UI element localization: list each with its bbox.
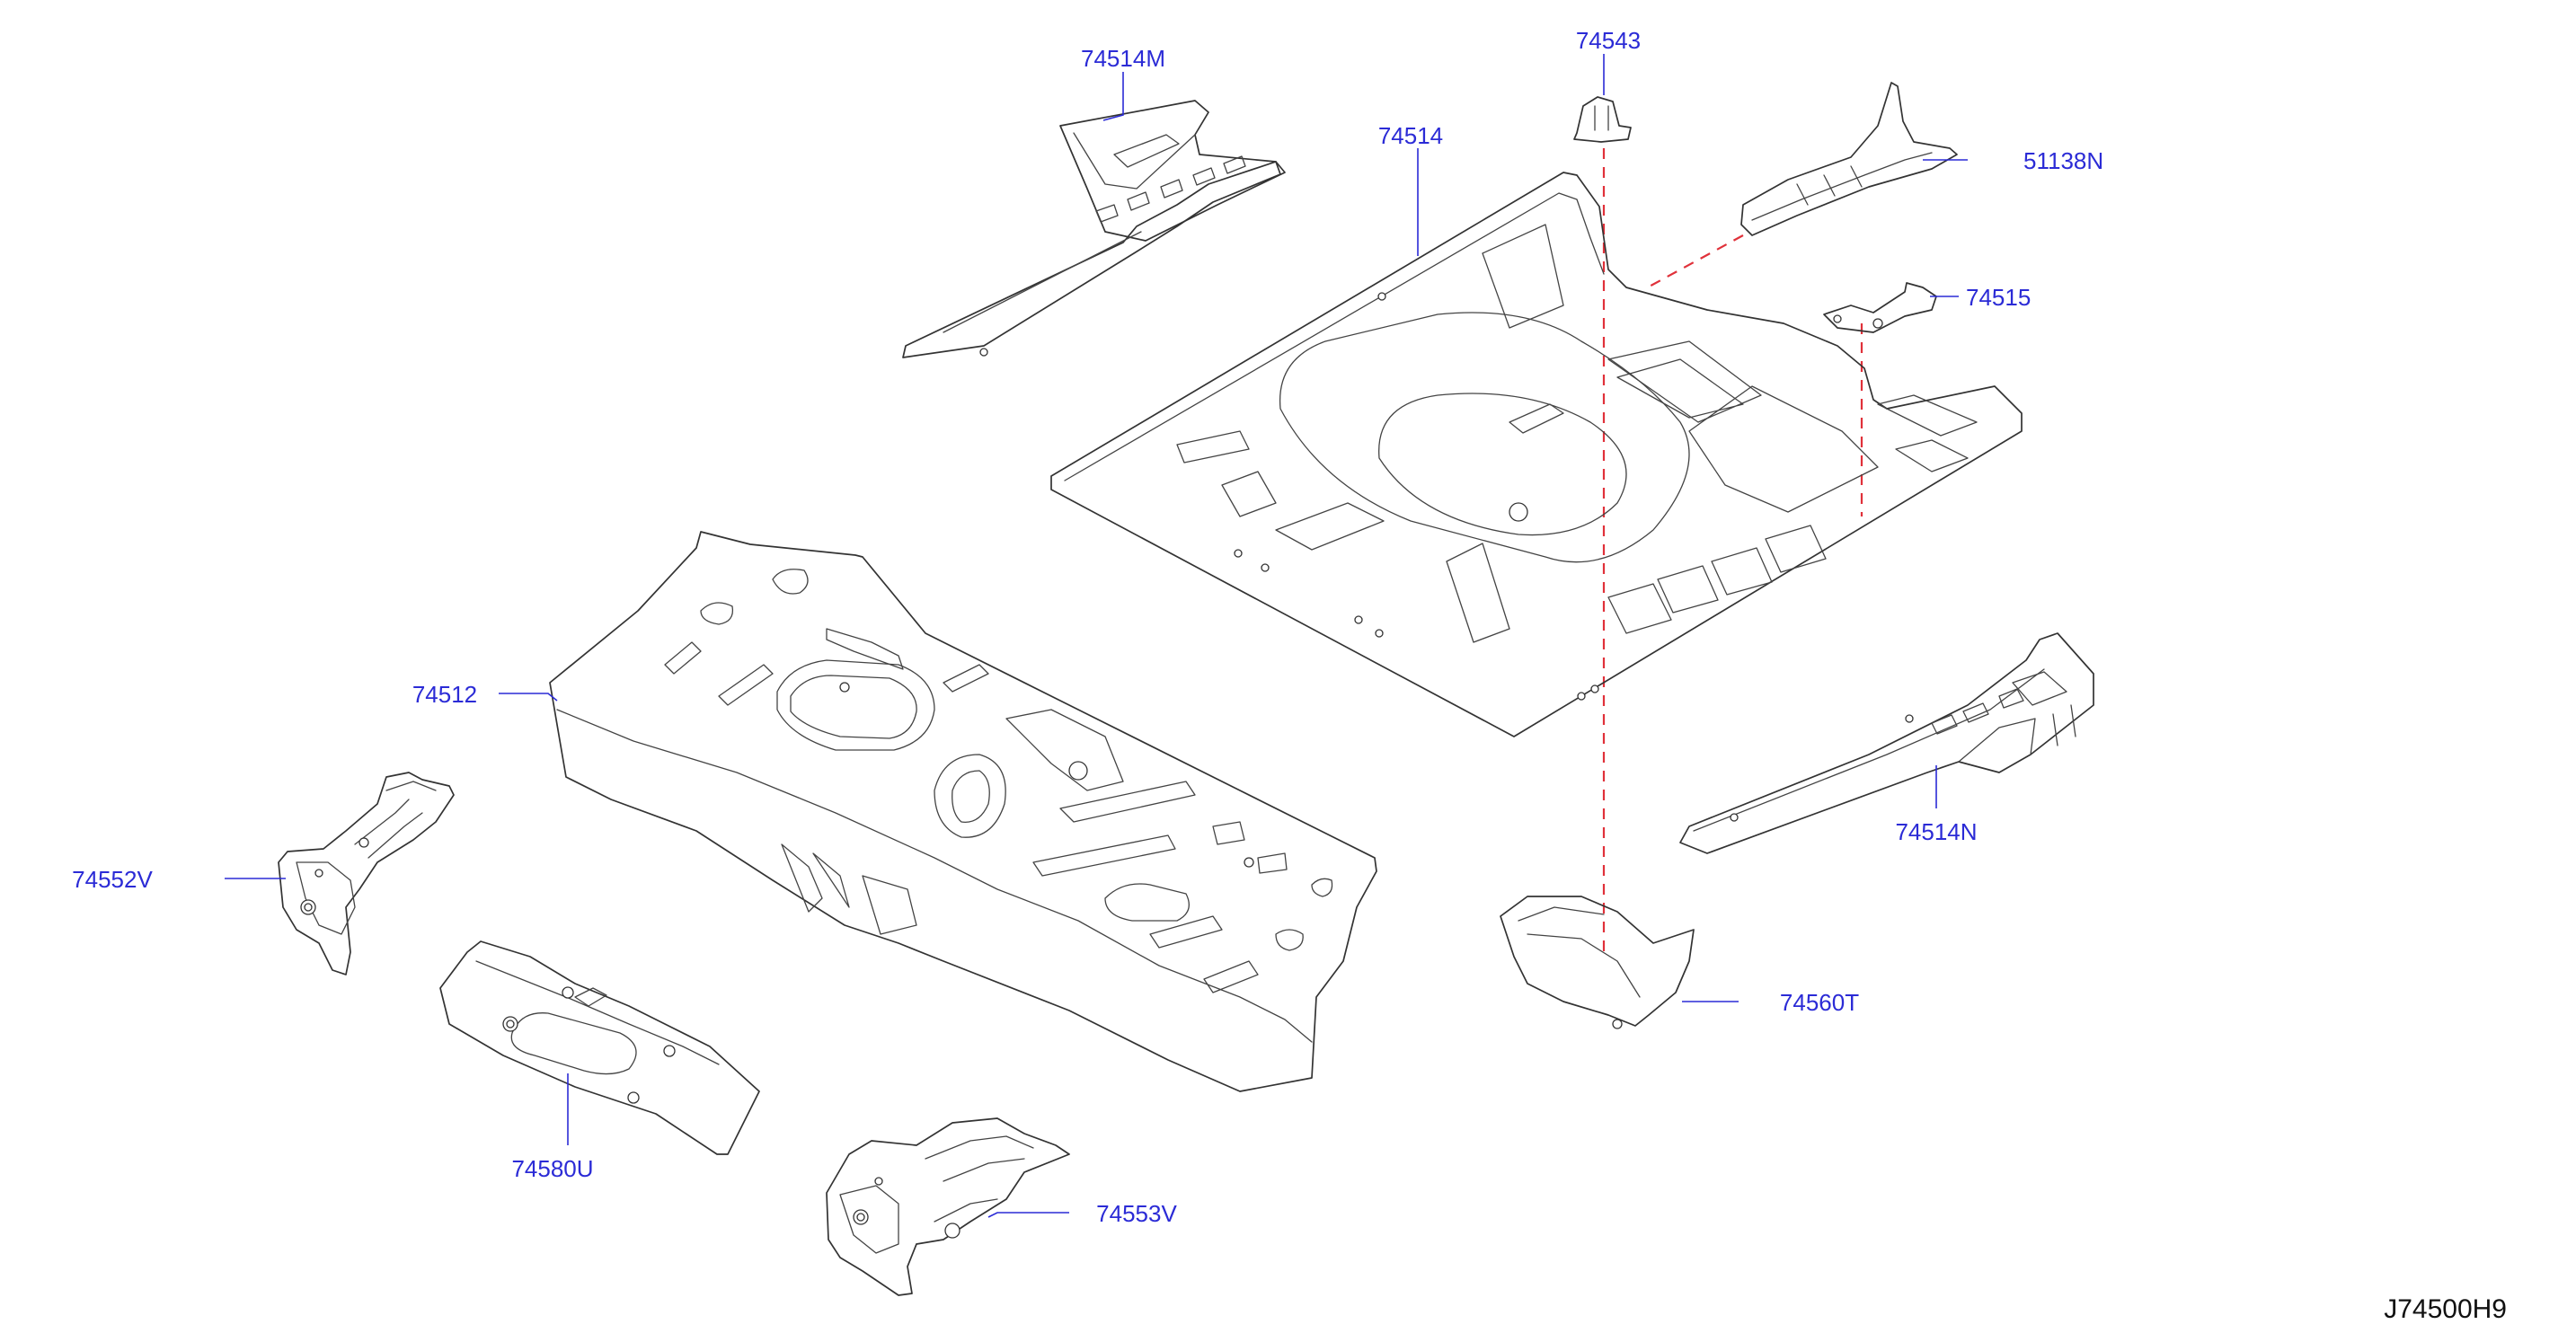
callout-74514m[interactable]: 74514M [1081, 45, 1165, 72]
callout-labels: 74514M 74514 74543 51138N 74515 74512 74… [72, 27, 2103, 1227]
part-74514m[interactable] [902, 100, 1286, 358]
leader-74512 [499, 693, 558, 702]
part-74512[interactable] [549, 531, 1377, 1092]
part-74514n[interactable] [1679, 632, 2094, 854]
part-74552v[interactable] [278, 772, 455, 975]
callout-74543[interactable]: 74543 [1576, 27, 1641, 54]
assembly-lines [1602, 148, 1863, 957]
part-51138n[interactable] [1740, 82, 1958, 236]
figure-code: J74500H9 [2384, 1294, 2507, 1324]
callout-74552v[interactable]: 74552V [72, 866, 153, 893]
part-74543[interactable] [1573, 96, 1632, 143]
callout-51138n[interactable]: 51138N [2023, 147, 2103, 174]
part-74560t[interactable] [1500, 896, 1695, 1029]
part-74553v[interactable] [826, 1117, 1070, 1296]
leader-lines [225, 54, 1968, 1218]
leader-74553v [987, 1212, 1069, 1218]
part-74580u[interactable] [439, 940, 760, 1155]
part-74515[interactable] [1823, 282, 1937, 333]
leader-74514m [1102, 72, 1124, 121]
callout-74514n[interactable]: 74514N [1895, 818, 1977, 845]
part-74514[interactable] [1050, 172, 2023, 737]
callout-74580u[interactable]: 74580U [511, 1155, 593, 1182]
assembly-line-51138n [1643, 234, 1744, 290]
callout-74515[interactable]: 74515 [1966, 284, 2031, 311]
callout-74512[interactable]: 74512 [412, 681, 477, 708]
callout-74553v[interactable]: 74553V [1096, 1200, 1177, 1227]
callout-74560t[interactable]: 74560T [1780, 989, 1859, 1016]
callout-74514[interactable]: 74514 [1378, 122, 1443, 149]
